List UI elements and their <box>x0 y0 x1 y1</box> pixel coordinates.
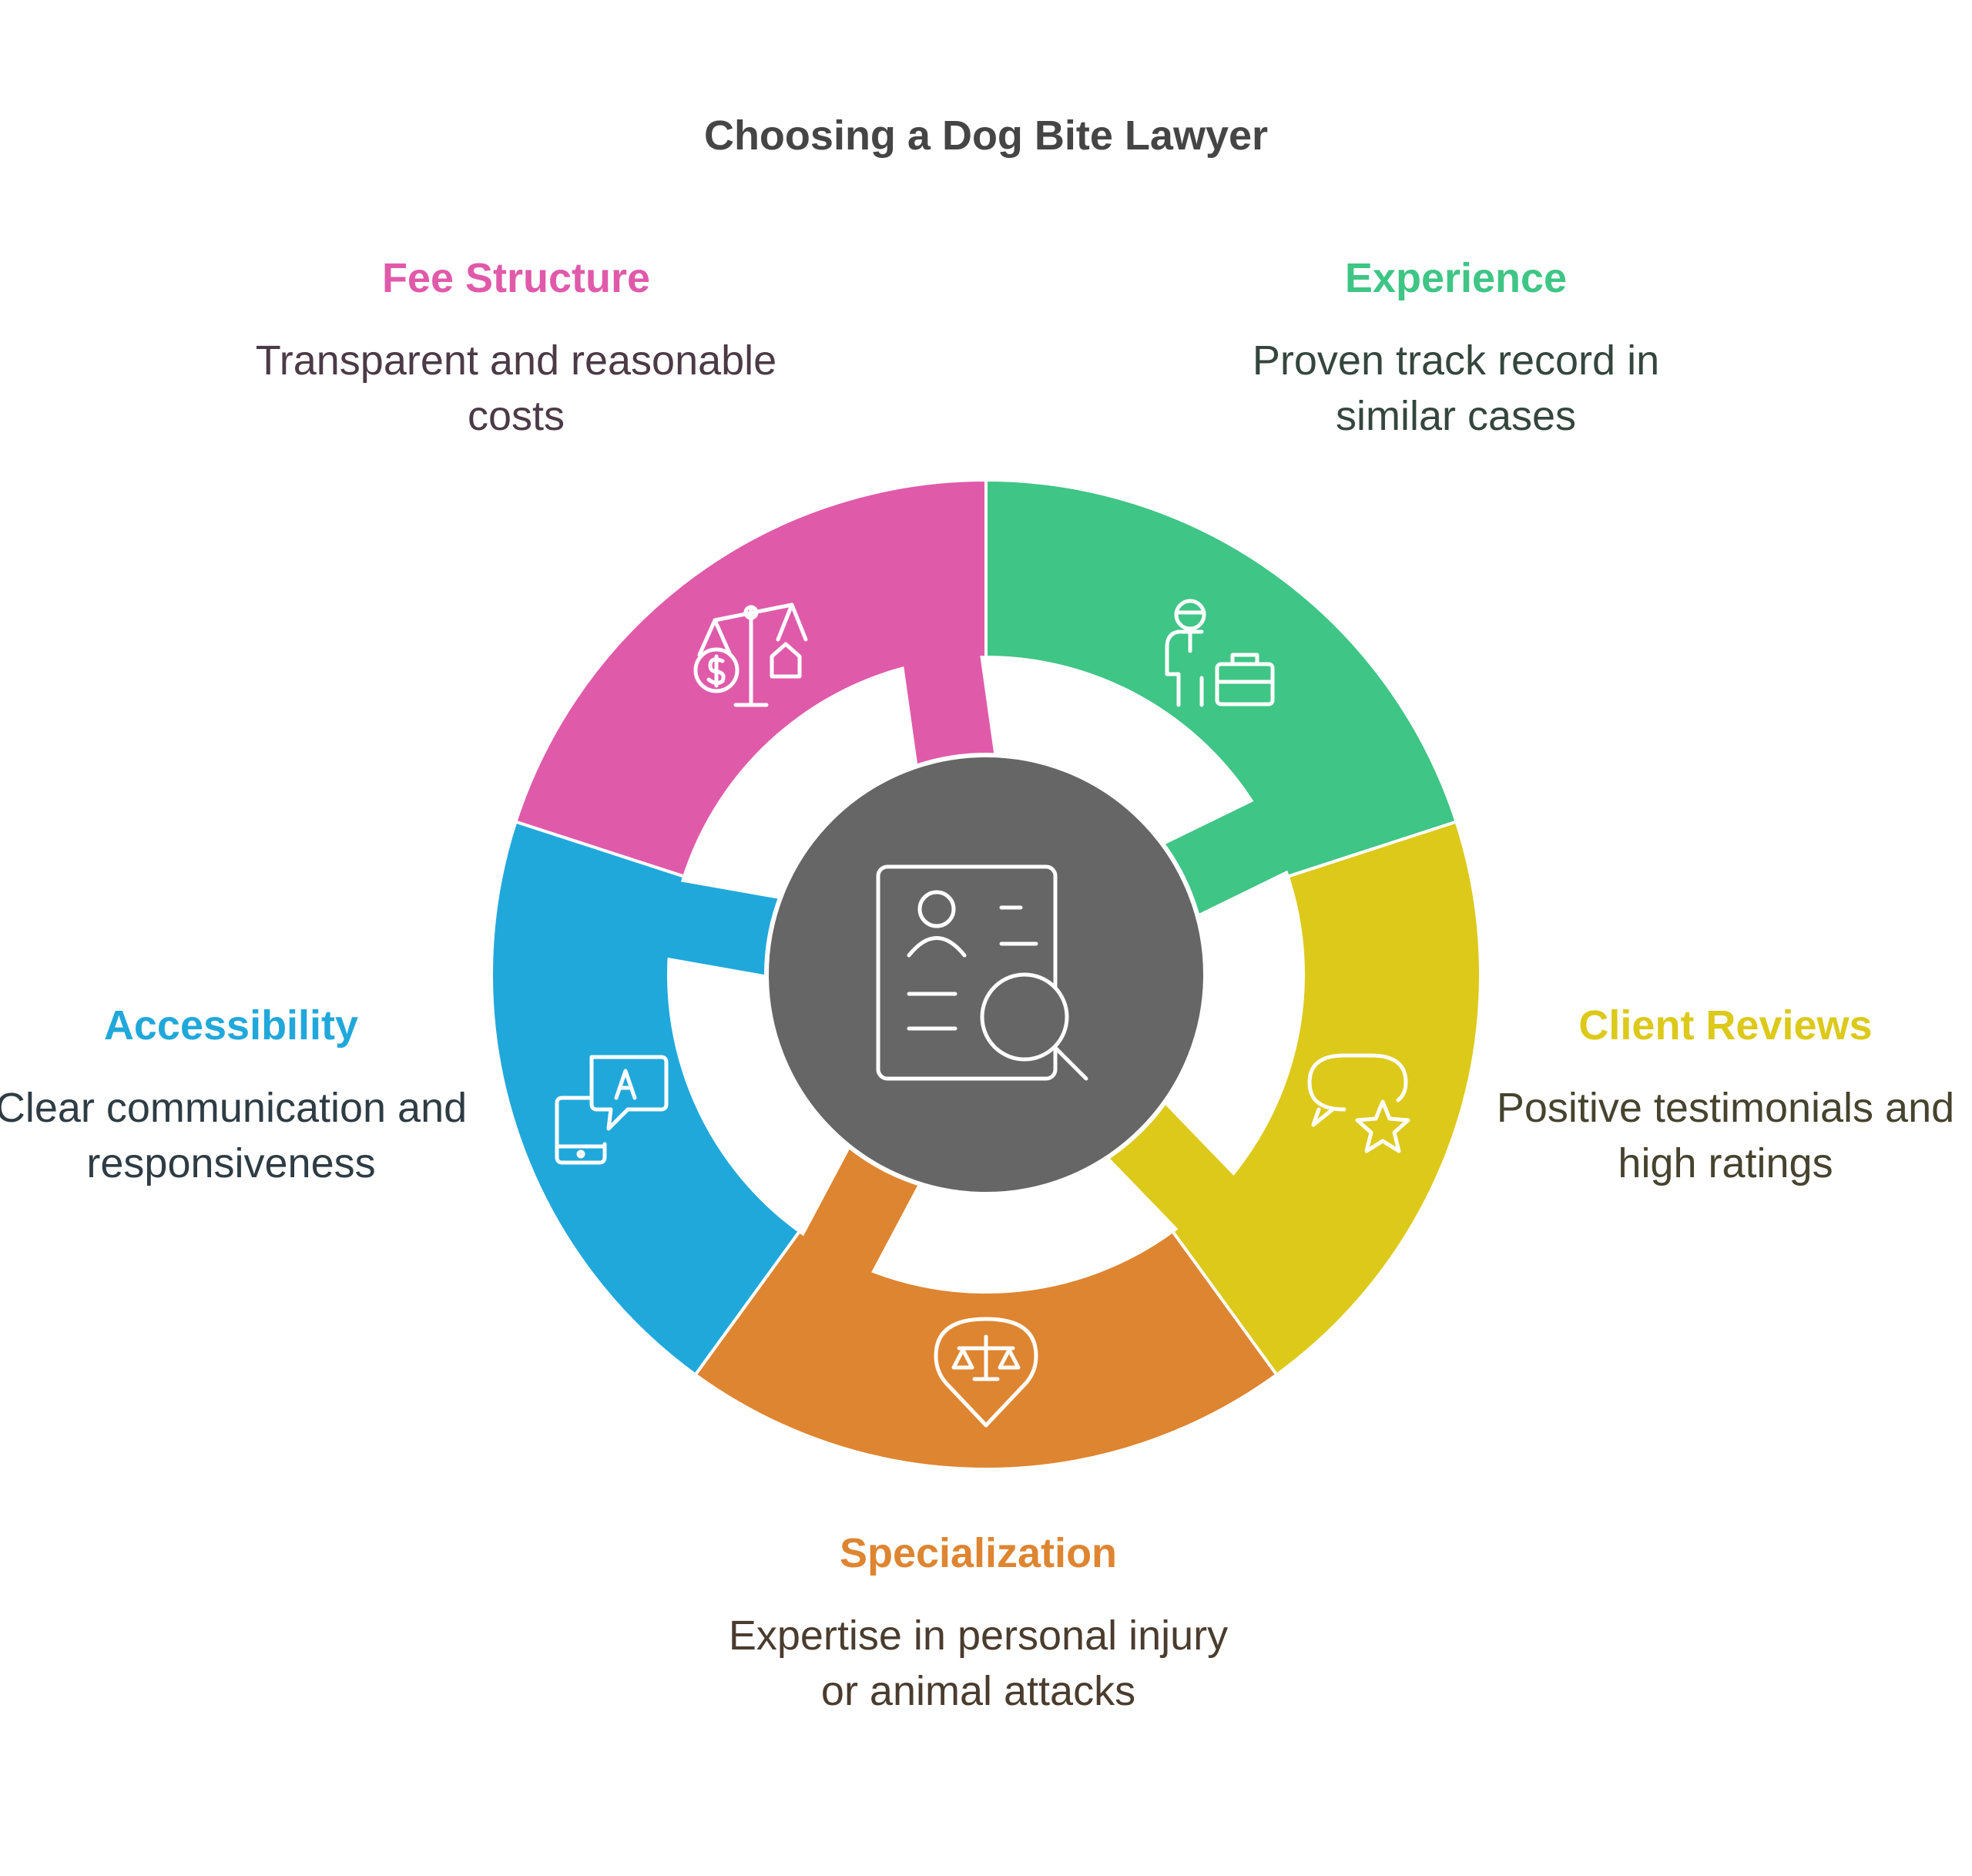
segment-label-experience: Experience Proven track record in simila… <box>1194 254 1718 444</box>
diagram-title: Choosing a Dog Bite Lawyer <box>703 112 1269 159</box>
segment-title-specialization: Specialization <box>839 1530 1118 1576</box>
segment-description-fee-structure: Transparent and reasonable costs <box>255 337 777 439</box>
segment-description-specialization: Expertise in personal injury or animal a… <box>728 1613 1229 1714</box>
professional-briefcase-icon <box>1165 599 1275 707</box>
segment-label-specialization: Specialization Expertise in personal inj… <box>716 1529 1240 1719</box>
ring-segment-accessibility <box>490 820 802 1378</box>
phone-chat-icon <box>555 1055 669 1165</box>
ring-segment-client-reviews <box>1170 820 1482 1378</box>
scales-location-pin-icon <box>934 1317 1038 1428</box>
segment-description-experience: Proven track record in similar cases <box>1252 337 1660 439</box>
segment-title-accessibility: Accessibility <box>103 1002 359 1049</box>
segment-title-client-reviews: Client Reviews <box>1578 1002 1873 1049</box>
connector-fee-structure <box>903 652 995 774</box>
segment-label-client-reviews: Client Reviews Positive testimonials and… <box>1464 1002 1972 1191</box>
center-circle <box>764 753 1208 1196</box>
connector-accessibility <box>663 881 788 977</box>
segment-title-experience: Experience <box>1344 255 1568 301</box>
profile-search-icon <box>876 864 1088 1081</box>
segment-description-accessibility: Clear communication and responsiveness <box>0 1085 468 1186</box>
ring-segment-experience <box>984 478 1459 879</box>
segment-label-fee-structure: Fee Structure Transparent and reasonable… <box>254 254 778 444</box>
segment-title-fee-structure: Fee Structure <box>381 255 651 301</box>
segment-description-client-reviews: Positive testimonials and high ratings <box>1496 1085 1955 1186</box>
segment-label-accessibility: Accessibility Clear communication and re… <box>0 1002 493 1191</box>
chat-star-icon <box>1307 1053 1410 1153</box>
scales-money-house-icon <box>693 602 808 707</box>
